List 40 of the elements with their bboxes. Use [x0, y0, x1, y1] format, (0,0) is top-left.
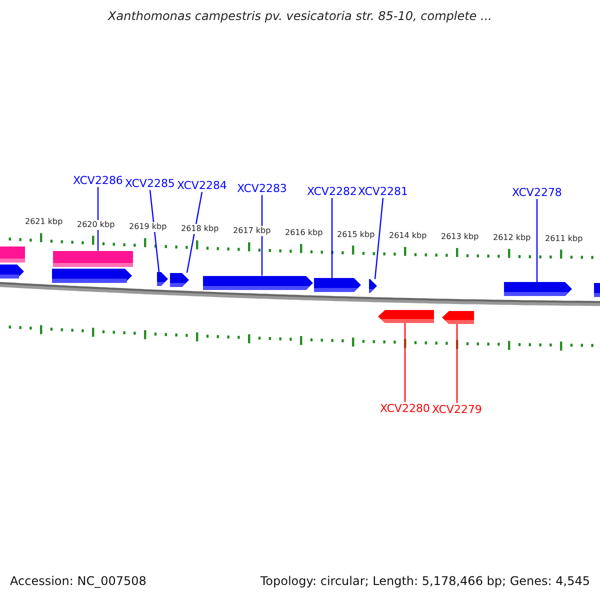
leader-line	[186, 192, 203, 273]
gene-label: XCV2285	[125, 177, 175, 190]
scale-label: 2621 kbp	[24, 217, 64, 228]
gene-feature	[378, 310, 434, 323]
scale-label: 2614 kbp	[388, 230, 428, 241]
scale-label: 2618 kbp	[180, 224, 220, 234]
title: Xanthomonas campestris pv. vesicatoria str. 85-10, complete ...	[106, 9, 493, 23]
gene-label: XCV2282	[307, 185, 357, 198]
gene-feature	[504, 282, 572, 296]
gene-label: XCV2283	[237, 182, 287, 195]
footer-text: Accession: NC_007508	[10, 574, 146, 588]
scale-label: 2616 kbp	[284, 228, 324, 238]
gene-feature	[157, 272, 168, 286]
leader-line	[331, 198, 333, 278]
leader-line	[456, 324, 458, 403]
leader-line	[97, 187, 99, 251]
leader-line	[536, 199, 538, 282]
gene-feature	[170, 272, 189, 287]
gene-label: XCV2280	[380, 402, 430, 415]
gene-feature	[314, 278, 361, 292]
leader-line	[404, 322, 406, 402]
scale-label: 2615 kbp	[336, 230, 376, 240]
scale-label: 2620 kbp	[76, 220, 116, 230]
leader-line	[374, 198, 384, 280]
gene-label: XCV2278	[512, 186, 562, 199]
gene-feature	[369, 279, 377, 294]
gene-label: XCV2284	[177, 179, 227, 192]
gene-bar	[53, 250, 133, 267]
scale-label: 2619 kbp	[128, 222, 168, 232]
gene-feature	[442, 311, 474, 324]
gene-label: XCV2279	[432, 403, 482, 416]
scale-label: 2611 kbp	[544, 234, 584, 244]
footer-text: Topology: circular; Length: 5,178,466 bp; Genes: 4,545	[260, 574, 590, 588]
scale-label: 2612 kbp	[492, 232, 532, 243]
gene-label: XCV2281	[358, 185, 408, 198]
leader-line	[261, 195, 263, 276]
scale-label: 2613 kbp	[440, 232, 480, 242]
gene-label: XCV2286	[73, 174, 123, 187]
scale-label: 2617 kbp	[232, 226, 272, 236]
leader-line	[149, 190, 160, 272]
